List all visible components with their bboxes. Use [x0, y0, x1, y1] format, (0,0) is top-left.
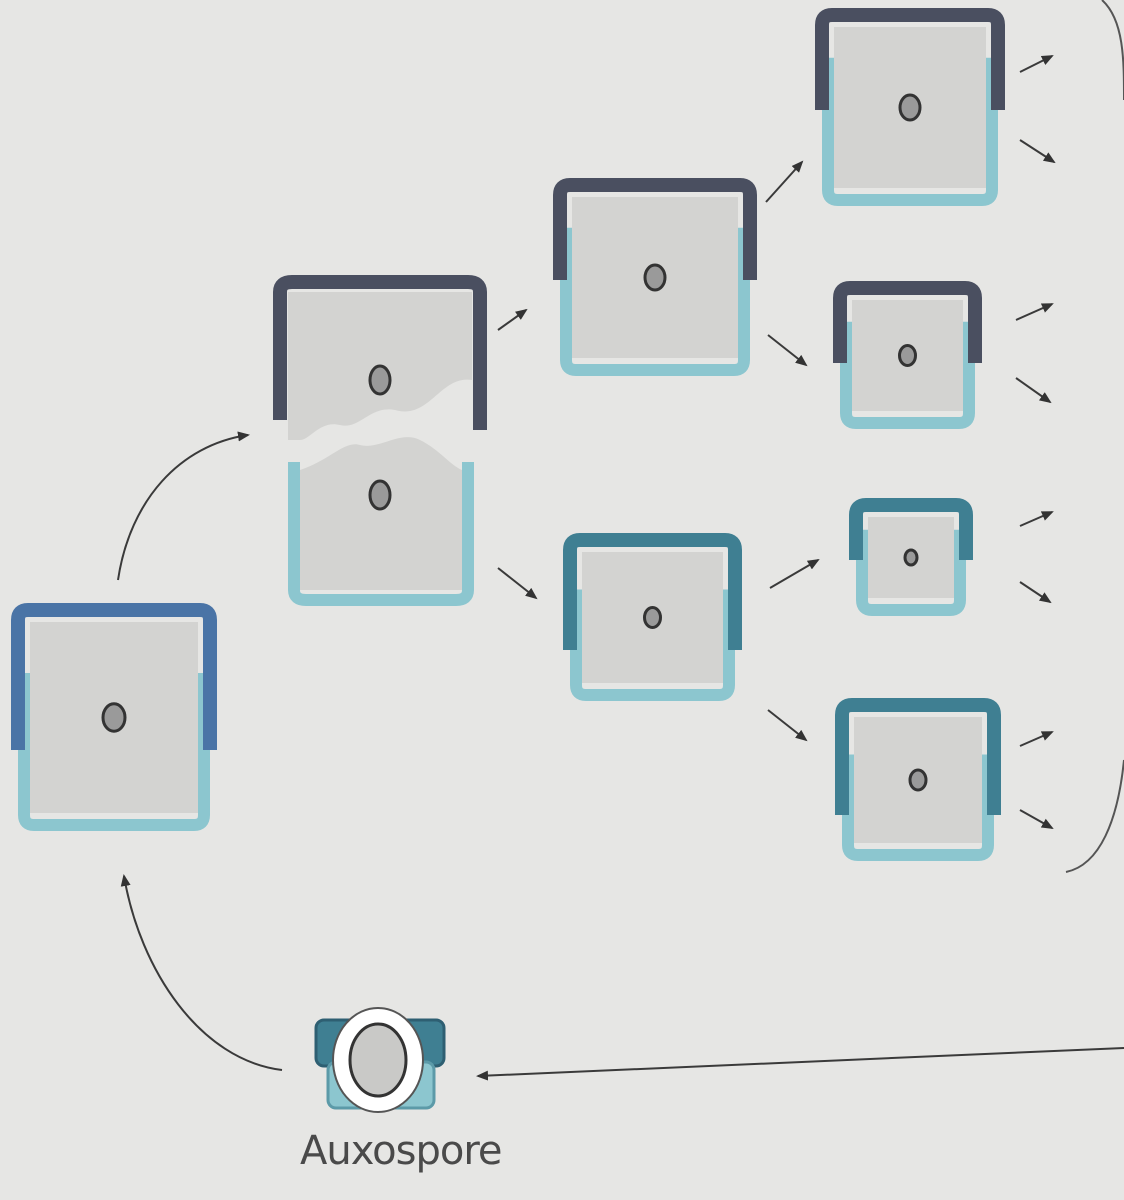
arrow-to-auxospore: [476, 1047, 1124, 1081]
arrow: [1019, 581, 1052, 604]
arrow: [1019, 731, 1054, 747]
granddaughter-cell-4: [835, 698, 1001, 861]
arrow: [1019, 809, 1054, 829]
arrow: [497, 308, 528, 331]
dividing-cell: [273, 275, 487, 606]
granddaughter-cell-1: [815, 8, 1005, 206]
arrow: [767, 709, 808, 742]
nucleus: [101, 702, 127, 733]
nucleus: [898, 93, 922, 122]
return-curve: [1065, 759, 1124, 873]
arrow: [769, 558, 820, 589]
arrow: [765, 160, 804, 203]
arrow-to-division: [117, 431, 250, 581]
arrow: [497, 567, 538, 600]
parent-cell: [11, 603, 217, 831]
auxospore-icon: [314, 1007, 446, 1113]
granddaughter-cell-3: [849, 498, 973, 616]
daughter-cell-large: [553, 178, 757, 376]
arrow: [1015, 377, 1052, 404]
arrow: [1019, 139, 1056, 164]
arrow: [1019, 511, 1054, 527]
arrow-to-parent: [120, 874, 283, 1071]
nucleus: [368, 479, 392, 511]
nucleus: [643, 263, 667, 292]
granddaughter-cell-2: [833, 281, 982, 429]
arrow: [1019, 55, 1054, 73]
return-curve: [1101, 0, 1124, 101]
nucleus: [368, 364, 392, 396]
nucleus: [903, 548, 919, 567]
auxospore-label: Auxospore: [300, 1128, 503, 1174]
nucleus: [898, 344, 917, 367]
arrow: [767, 334, 808, 367]
daughter-cell-small: [563, 533, 742, 701]
nucleus: [908, 768, 928, 792]
arrow: [1015, 303, 1054, 321]
nucleus: [643, 606, 662, 629]
